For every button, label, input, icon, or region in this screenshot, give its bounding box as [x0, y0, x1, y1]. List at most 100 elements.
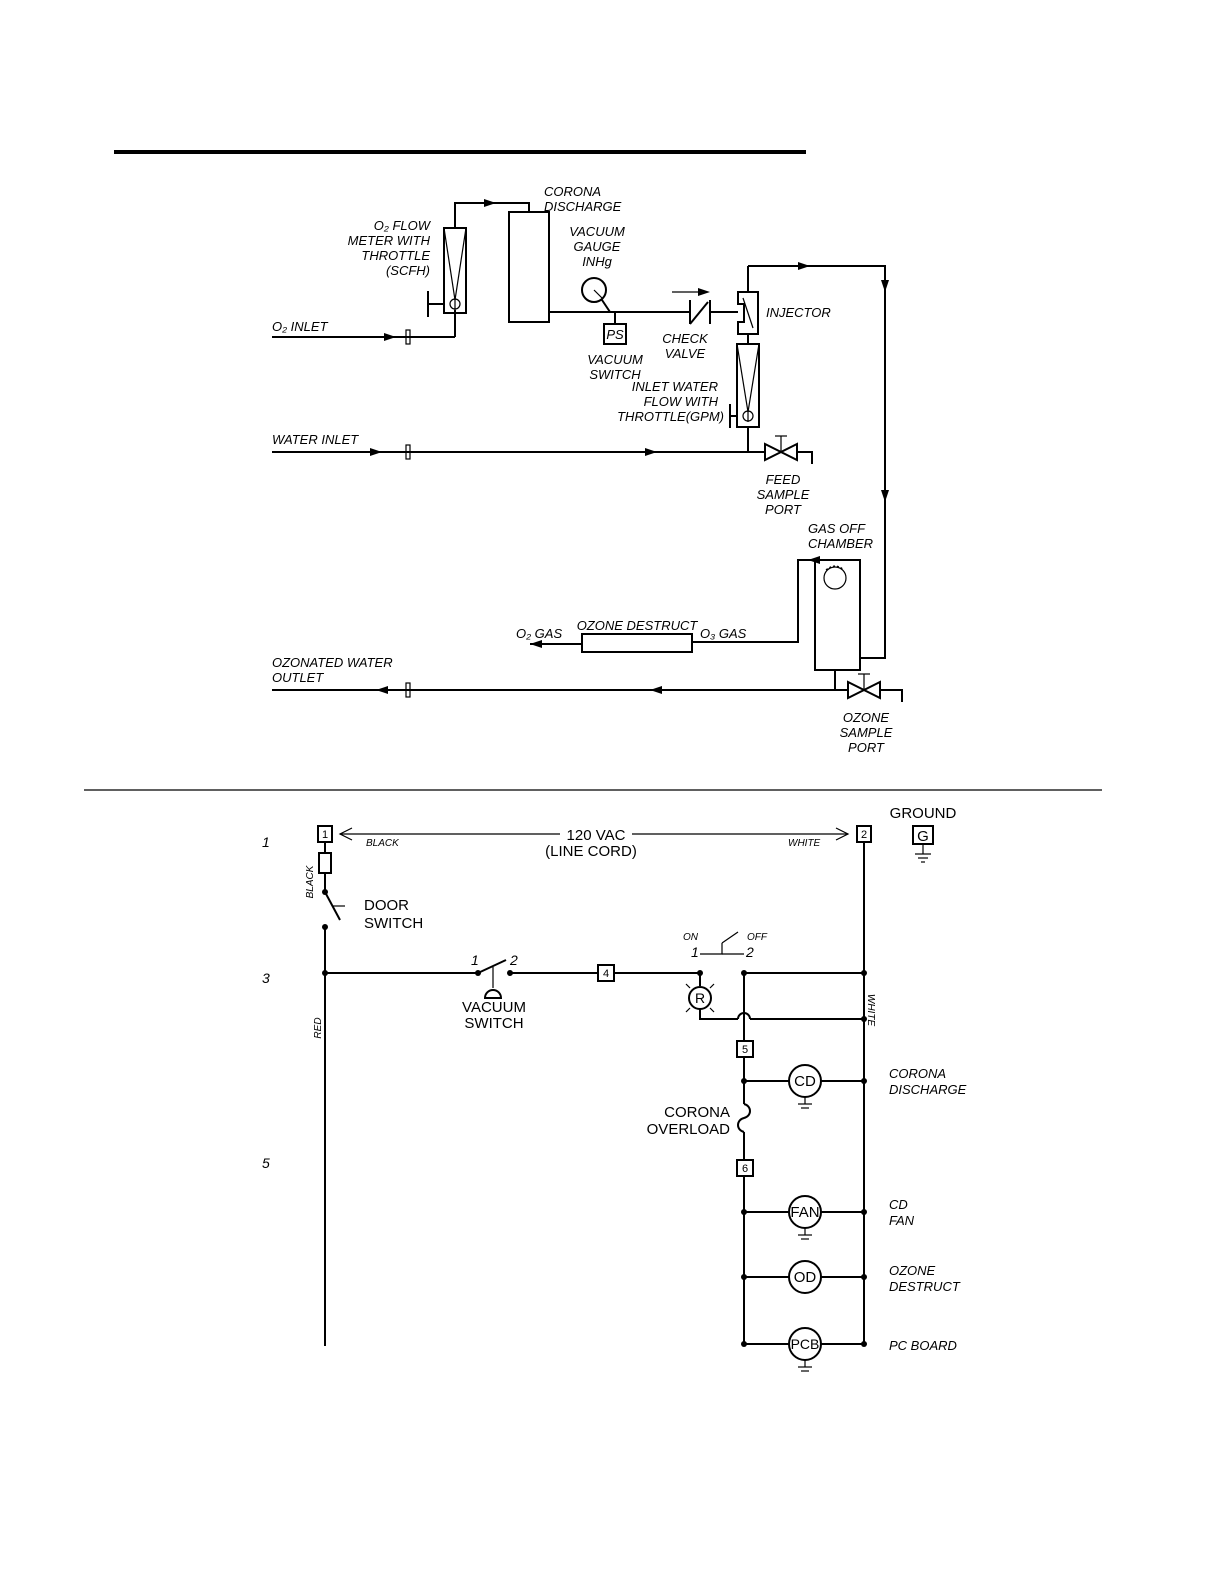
ozonated-water-outlet: OZONATED WATER OUTLET: [272, 655, 848, 698]
load-od-label-1: OZONE: [889, 1263, 936, 1278]
water-inlet-line: WATER INLET: [272, 427, 765, 460]
ground-symbol: G: [917, 828, 929, 845]
load-cd-symbol: CD: [794, 1073, 816, 1090]
onoff-pin-2: 2: [745, 944, 754, 960]
check-valve-label-1: CHECK: [662, 331, 709, 346]
vacuum-gauge: VACUUM GAUGE INHg: [569, 224, 625, 313]
terminal-4-label: 4: [603, 968, 609, 980]
load-cd: CD CORONA DISCHARGE: [741, 1064, 967, 1109]
terminal-1-label: 1: [322, 829, 328, 841]
load-pcb-symbol: PCB: [791, 1336, 820, 1352]
terminal-2-label: 2: [861, 829, 867, 841]
water-inlet-label: WATER INLET: [272, 432, 359, 447]
check-valve: CHECK VALVE: [662, 288, 711, 361]
o2-flow-meter-label-3: THROTTLE: [361, 248, 430, 263]
ps-switch-label-1: VACUUM: [587, 352, 643, 367]
ps-switch-label-2: SWITCH: [589, 367, 641, 382]
off-label: OFF: [747, 932, 768, 943]
rung-3: 1 2 VACUUM SWITCH 4 ON OFF 1 2 R: [322, 931, 867, 1032]
vacuum-gauge-label-1: VACUUM: [569, 224, 625, 239]
load-od-symbol: OD: [794, 1269, 817, 1286]
ozone-destruct: OZONE DESTRUCT O₃ GAS O₂ GAS: [516, 618, 747, 653]
vac-switch-pin-2: 2: [509, 952, 518, 968]
load-od-label-2: DESTRUCT: [889, 1279, 961, 1294]
wiring-diagram: 1 3 5 1 2 BLACK WHITE 120 VAC (LINE CORD…: [262, 805, 967, 1372]
ps-symbol: PS: [606, 327, 624, 342]
ozone-sample-label-1: OZONE: [843, 710, 890, 725]
line-cord-label: (LINE CORD): [545, 843, 637, 860]
gas-off-chamber: GAS OFF CHAMBER: [692, 521, 873, 671]
vacuum-switch-label-1: VACUUM: [462, 999, 526, 1016]
vacuum-switch-ps: PS VACUUM SWITCH: [587, 312, 643, 382]
black-vertical-label: BLACK: [305, 864, 316, 898]
feed-sample-label-3: PORT: [765, 502, 802, 517]
left-rail: BLACK DOOR SWITCH RED: [305, 842, 423, 1346]
inlet-water-flow-meter: INLET WATER FLOW WITH THROTTLE(GPM): [617, 334, 760, 428]
load-pcb: PCB PC BOARD: [741, 1327, 957, 1372]
o2-inlet-line: O₂ INLET: [272, 310, 456, 345]
ozone-sample-label-3: PORT: [848, 740, 885, 755]
vac-switch-pin-1: 1: [471, 952, 479, 968]
outlet-label-1: OZONATED WATER: [272, 655, 393, 670]
outlet-label-2: OUTLET: [272, 670, 324, 685]
ozone-sample-label-2: SAMPLE: [840, 725, 893, 740]
o2-flow-meter: O₂ FLOW METER WITH THROTTLE (SCFH): [348, 218, 467, 317]
rung-number-1: 1: [262, 834, 270, 850]
corona-discharge-label-2: DISCHARGE: [544, 199, 622, 214]
white-vertical-label: WHITE: [865, 994, 876, 1027]
o2-flow-meter-label-2: METER WITH: [348, 233, 431, 248]
load-cd-label-1: CORONA: [889, 1066, 946, 1081]
door-switch-label-2: SWITCH: [364, 915, 423, 932]
vac-label: 120 VAC: [567, 827, 626, 844]
inlet-water-label-1: INLET WATER: [632, 379, 718, 394]
ground-label: GROUND: [890, 805, 957, 822]
fuse: [318, 852, 332, 874]
white-wire-label: WHITE: [788, 838, 821, 849]
door-switch-label-1: DOOR: [364, 897, 409, 914]
on-label: ON: [683, 932, 699, 943]
load-fan-label-1: CD: [889, 1197, 908, 1212]
load-fan-symbol: FAN: [790, 1204, 819, 1221]
feed-sample-label-2: SAMPLE: [757, 487, 810, 502]
vacuum-gauge-label-3: INHg: [582, 254, 612, 269]
injector-return-line: [748, 262, 889, 659]
red-vertical-label: RED: [313, 1017, 324, 1038]
black-wire-label: BLACK: [366, 838, 400, 849]
inlet-water-label-2: FLOW WITH: [644, 394, 719, 409]
o2-flow-meter-label-1: O₂ FLOW: [374, 218, 432, 233]
load-fan-label-2: FAN: [889, 1213, 915, 1228]
load-fan: FAN CD FAN: [741, 1195, 915, 1240]
check-valve-label-2: VALVE: [665, 346, 706, 361]
injector-label: INJECTOR: [766, 305, 831, 320]
gas-off-label-2: CHAMBER: [808, 536, 873, 551]
onoff-pin-1: 1: [691, 944, 699, 960]
injector: INJECTOR: [737, 266, 831, 335]
rung-number-3: 3: [262, 970, 270, 986]
inlet-water-label-3: THROTTLE(GPM): [617, 409, 724, 424]
o3-gas-label: O₃ GAS: [700, 626, 747, 641]
terminal-6-label: 6: [742, 1163, 748, 1175]
ozone-sample-port: OZONE SAMPLE PORT: [840, 673, 903, 755]
feed-sample-port: FEED SAMPLE PORT: [757, 435, 813, 517]
load-od: OD OZONE DESTRUCT: [741, 1260, 961, 1294]
load-column: 5 CORONA OVERLOAD 6: [647, 973, 754, 1344]
o2-flow-meter-label-4: (SCFH): [386, 263, 430, 278]
relay-symbol: R: [695, 990, 705, 1006]
ground-terminal: GROUND G: [890, 805, 957, 863]
corona-overload-label-2: OVERLOAD: [647, 1121, 731, 1138]
corona-discharge-cell: CORONA DISCHARGE: [508, 184, 622, 323]
o2-gas-label: O₂ GAS: [516, 626, 562, 641]
flow-diagram: O₂ FLOW METER WITH THROTTLE (SCFH) O₂ IN…: [114, 150, 903, 755]
feed-sample-label-1: FEED: [766, 472, 801, 487]
corona-overload-label-1: CORONA: [664, 1104, 730, 1121]
ozone-destruct-label: OZONE DESTRUCT: [577, 618, 699, 633]
vacuum-gauge-label-2: GAUGE: [574, 239, 621, 254]
load-cd-label-2: DISCHARGE: [889, 1082, 967, 1097]
o2-inlet-label: O₂ INLET: [272, 319, 329, 334]
gas-off-label-1: GAS OFF: [808, 521, 866, 536]
rung-number-5: 5: [262, 1155, 270, 1171]
corona-discharge-label-1: CORONA: [544, 184, 601, 199]
right-rail: WHITE: [863, 842, 876, 1344]
vacuum-switch-label-2: SWITCH: [464, 1015, 523, 1032]
